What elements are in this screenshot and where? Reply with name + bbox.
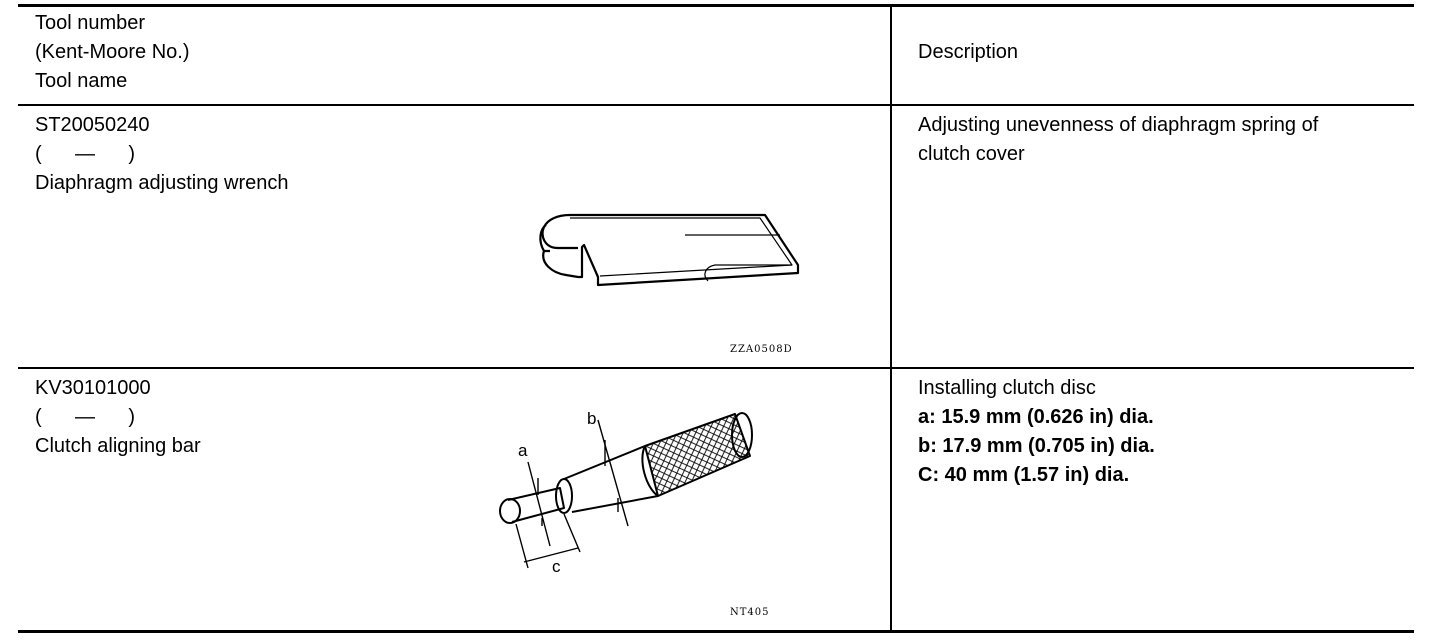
column-divider [890,4,892,633]
label-b: b [587,409,596,428]
diaphragm-wrench-illustration [539,213,800,287]
row1-tool-name: Diaphragm adjusting wrench [35,172,289,194]
row1-description-line1: Adjusting unevenness of diaphragm spring… [918,114,1319,136]
header-tool-name: Tool name [35,70,128,92]
header-bottom-border [18,104,1414,106]
row2-spec-b: b: 17.9 mm (0.705 in) dia. [918,435,1155,457]
row1-bottom-border [18,367,1414,369]
row2-kent-moore: ( — ) [35,406,135,428]
row2-tool-number: KV30101000 [35,377,151,399]
row1-figure-code: ZZA0508D [730,344,793,355]
row2-spec-c: C: 40 mm (1.57 in) dia. [918,464,1130,486]
table-bottom-border [18,630,1414,633]
label-a: a [518,441,528,460]
header-kent-moore: (Kent-Moore No.) [35,41,190,63]
table-top-border [18,4,1414,7]
row2-figure-code: NT405 [730,607,770,618]
clutch-aligning-bar-illustration: a b c [499,409,753,576]
header-tool-number: Tool number [35,12,146,34]
row2-description: Installing clutch disc [918,377,1096,399]
label-c: c [552,557,561,576]
row1-tool-number: ST20050240 [35,114,150,136]
row2-spec-a: a: 15.9 mm (0.626 in) dia. [918,406,1154,428]
row1-kent-moore: ( — ) [35,143,135,165]
row2-tool-name: Clutch aligning bar [35,435,201,457]
header-description: Description [918,41,1019,63]
row1-description-line2: clutch cover [918,143,1025,165]
